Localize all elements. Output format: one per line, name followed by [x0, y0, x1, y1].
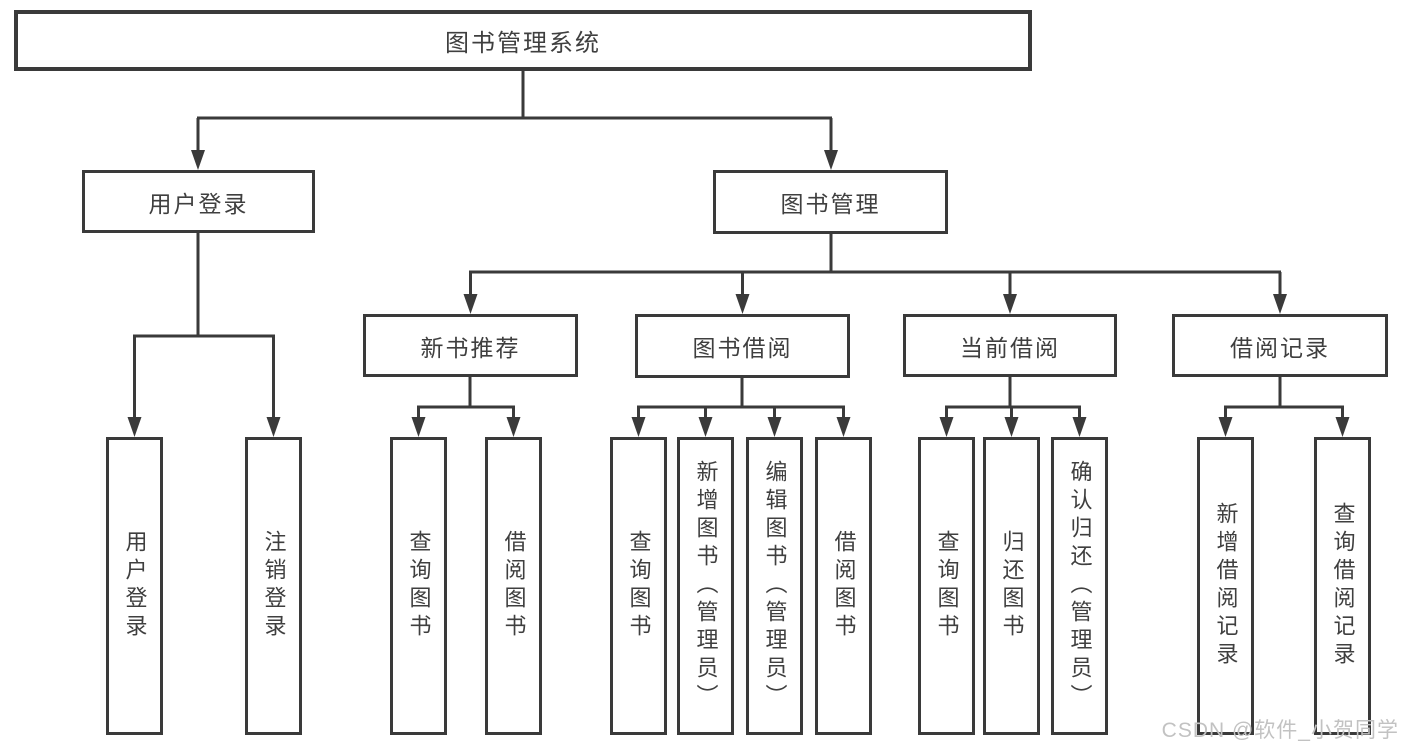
leaf-confirm-return-admin: 确认归还（管理员）: [1051, 437, 1108, 735]
leaf-return-books: 归还图书: [983, 437, 1040, 735]
leaf-query-books: 查询图书: [918, 437, 975, 735]
leaf-query-books: 查询图书: [390, 437, 447, 735]
leaf-borrow-books: 借阅图书: [485, 437, 542, 735]
leaf-borrow-books: 借阅图书: [815, 437, 872, 735]
node-new-book-recommend: 新书推荐: [363, 314, 578, 377]
leaf-query-books: 查询图书: [610, 437, 667, 735]
node-borrow-records: 借阅记录: [1172, 314, 1388, 377]
node-current-borrowing: 当前借阅: [903, 314, 1117, 377]
leaf-user-login: 用户登录: [106, 437, 163, 735]
node-user-login: 用户登录: [82, 170, 315, 233]
leaf-edit-book-admin: 编辑图书（管理员）: [746, 437, 803, 735]
node-library-management-system: 图书管理系统: [14, 10, 1032, 71]
leaf-query-borrow-record: 查询借阅记录: [1314, 437, 1371, 735]
node-book-management: 图书管理: [713, 170, 948, 234]
leaf-add-borrow-record: 新增借阅记录: [1197, 437, 1254, 735]
leaf-add-book-admin: 新增图书（管理员）: [677, 437, 734, 735]
leaf-logout: 注销登录: [245, 437, 302, 735]
node-book-borrowing: 图书借阅: [635, 314, 850, 378]
csdn-watermark: CSDN @软件_小贺同学: [1161, 719, 1399, 742]
